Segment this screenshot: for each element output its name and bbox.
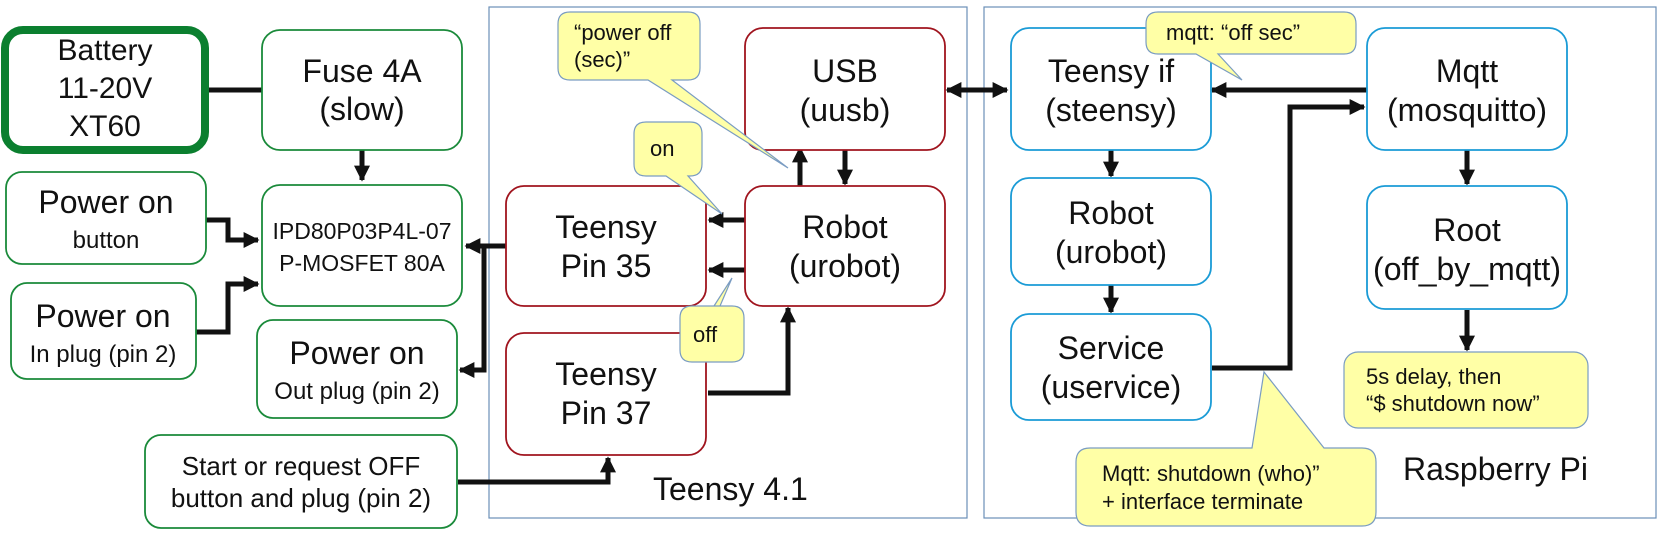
svg-text:Robot(urobot): Robot(urobot): [789, 209, 901, 284]
mqtt-box: Mqtt(mosquitto): [1366, 27, 1568, 151]
pi-robot-box: Robot(urobot): [1010, 177, 1212, 286]
svg-text:IPD80P03P4L-07P-MOSFET 80A: IPD80P03P4L-07P-MOSFET 80A: [272, 218, 451, 276]
button-mosfet-arrow: [206, 217, 260, 249]
svg-text:Service(uservice): Service(uservice): [1041, 330, 1181, 405]
teensy-region-label: Teensy 4.1: [653, 471, 808, 507]
mqtt-shutdown-callout: Mqtt: shutdown (who)”+ interface termina…: [1075, 370, 1377, 527]
root-box: Root(off_by_mqtt): [1366, 185, 1568, 310]
inplug-mosfet-arrow: [196, 275, 260, 335]
service-mqtt-arrow: [1212, 98, 1366, 371]
svg-text:off: off: [693, 322, 718, 347]
svg-text:on: on: [650, 136, 674, 161]
svg-text:Robot(urobot): Robot(urobot): [1055, 195, 1167, 270]
mqtt-off-sec-callout: mqtt: “off sec”: [1145, 11, 1357, 81]
mosfet-outplug-arrow: [458, 246, 487, 379]
on-callout: on: [633, 121, 723, 215]
connectors: [196, 81, 1476, 485]
svg-text:Teensy if(steensy): Teensy if(steensy): [1045, 53, 1177, 128]
off-callout: off: [679, 277, 745, 363]
fuse-box: Fuse 4A(slow): [261, 29, 463, 151]
usb-box: USB(uusb): [744, 27, 946, 151]
service-box: Service(uservice): [1010, 313, 1212, 421]
svg-text:“power off(sec)”: “power off(sec)”: [574, 20, 672, 72]
pin37-robot-arrow: [708, 306, 797, 396]
teensy-region: [488, 6, 968, 519]
svg-text:Root(off_by_mqtt): Root(off_by_mqtt): [1373, 212, 1561, 287]
svg-text:5s delay, then“$ shutdown now”: 5s delay, then“$ shutdown now”: [1366, 364, 1540, 416]
raspberry-pi-region-label: Raspberry Pi: [1403, 451, 1588, 487]
svg-text:mqtt: “off sec”: mqtt: “off sec”: [1166, 20, 1300, 45]
power-off-sec-callout: “power off(sec)”: [557, 11, 789, 169]
shutdown-delay-callout: 5s delay, then“$ shutdown now”: [1343, 351, 1589, 429]
svg-text:Mqtt(mosquitto): Mqtt(mosquitto): [1387, 53, 1547, 128]
start-pin37-arrow: [458, 456, 617, 485]
teensy-robot-box: Robot(urobot): [744, 185, 946, 307]
svg-text:Fuse 4A(slow): Fuse 4A(slow): [302, 53, 422, 127]
teensy-if-box: Teensy if(steensy): [1010, 27, 1212, 151]
svg-text:USB(uusb): USB(uusb): [800, 53, 891, 128]
svg-text:Mqtt: shutdown (who)”+ interfa: Mqtt: shutdown (who)”+ interface termina…: [1102, 461, 1320, 514]
